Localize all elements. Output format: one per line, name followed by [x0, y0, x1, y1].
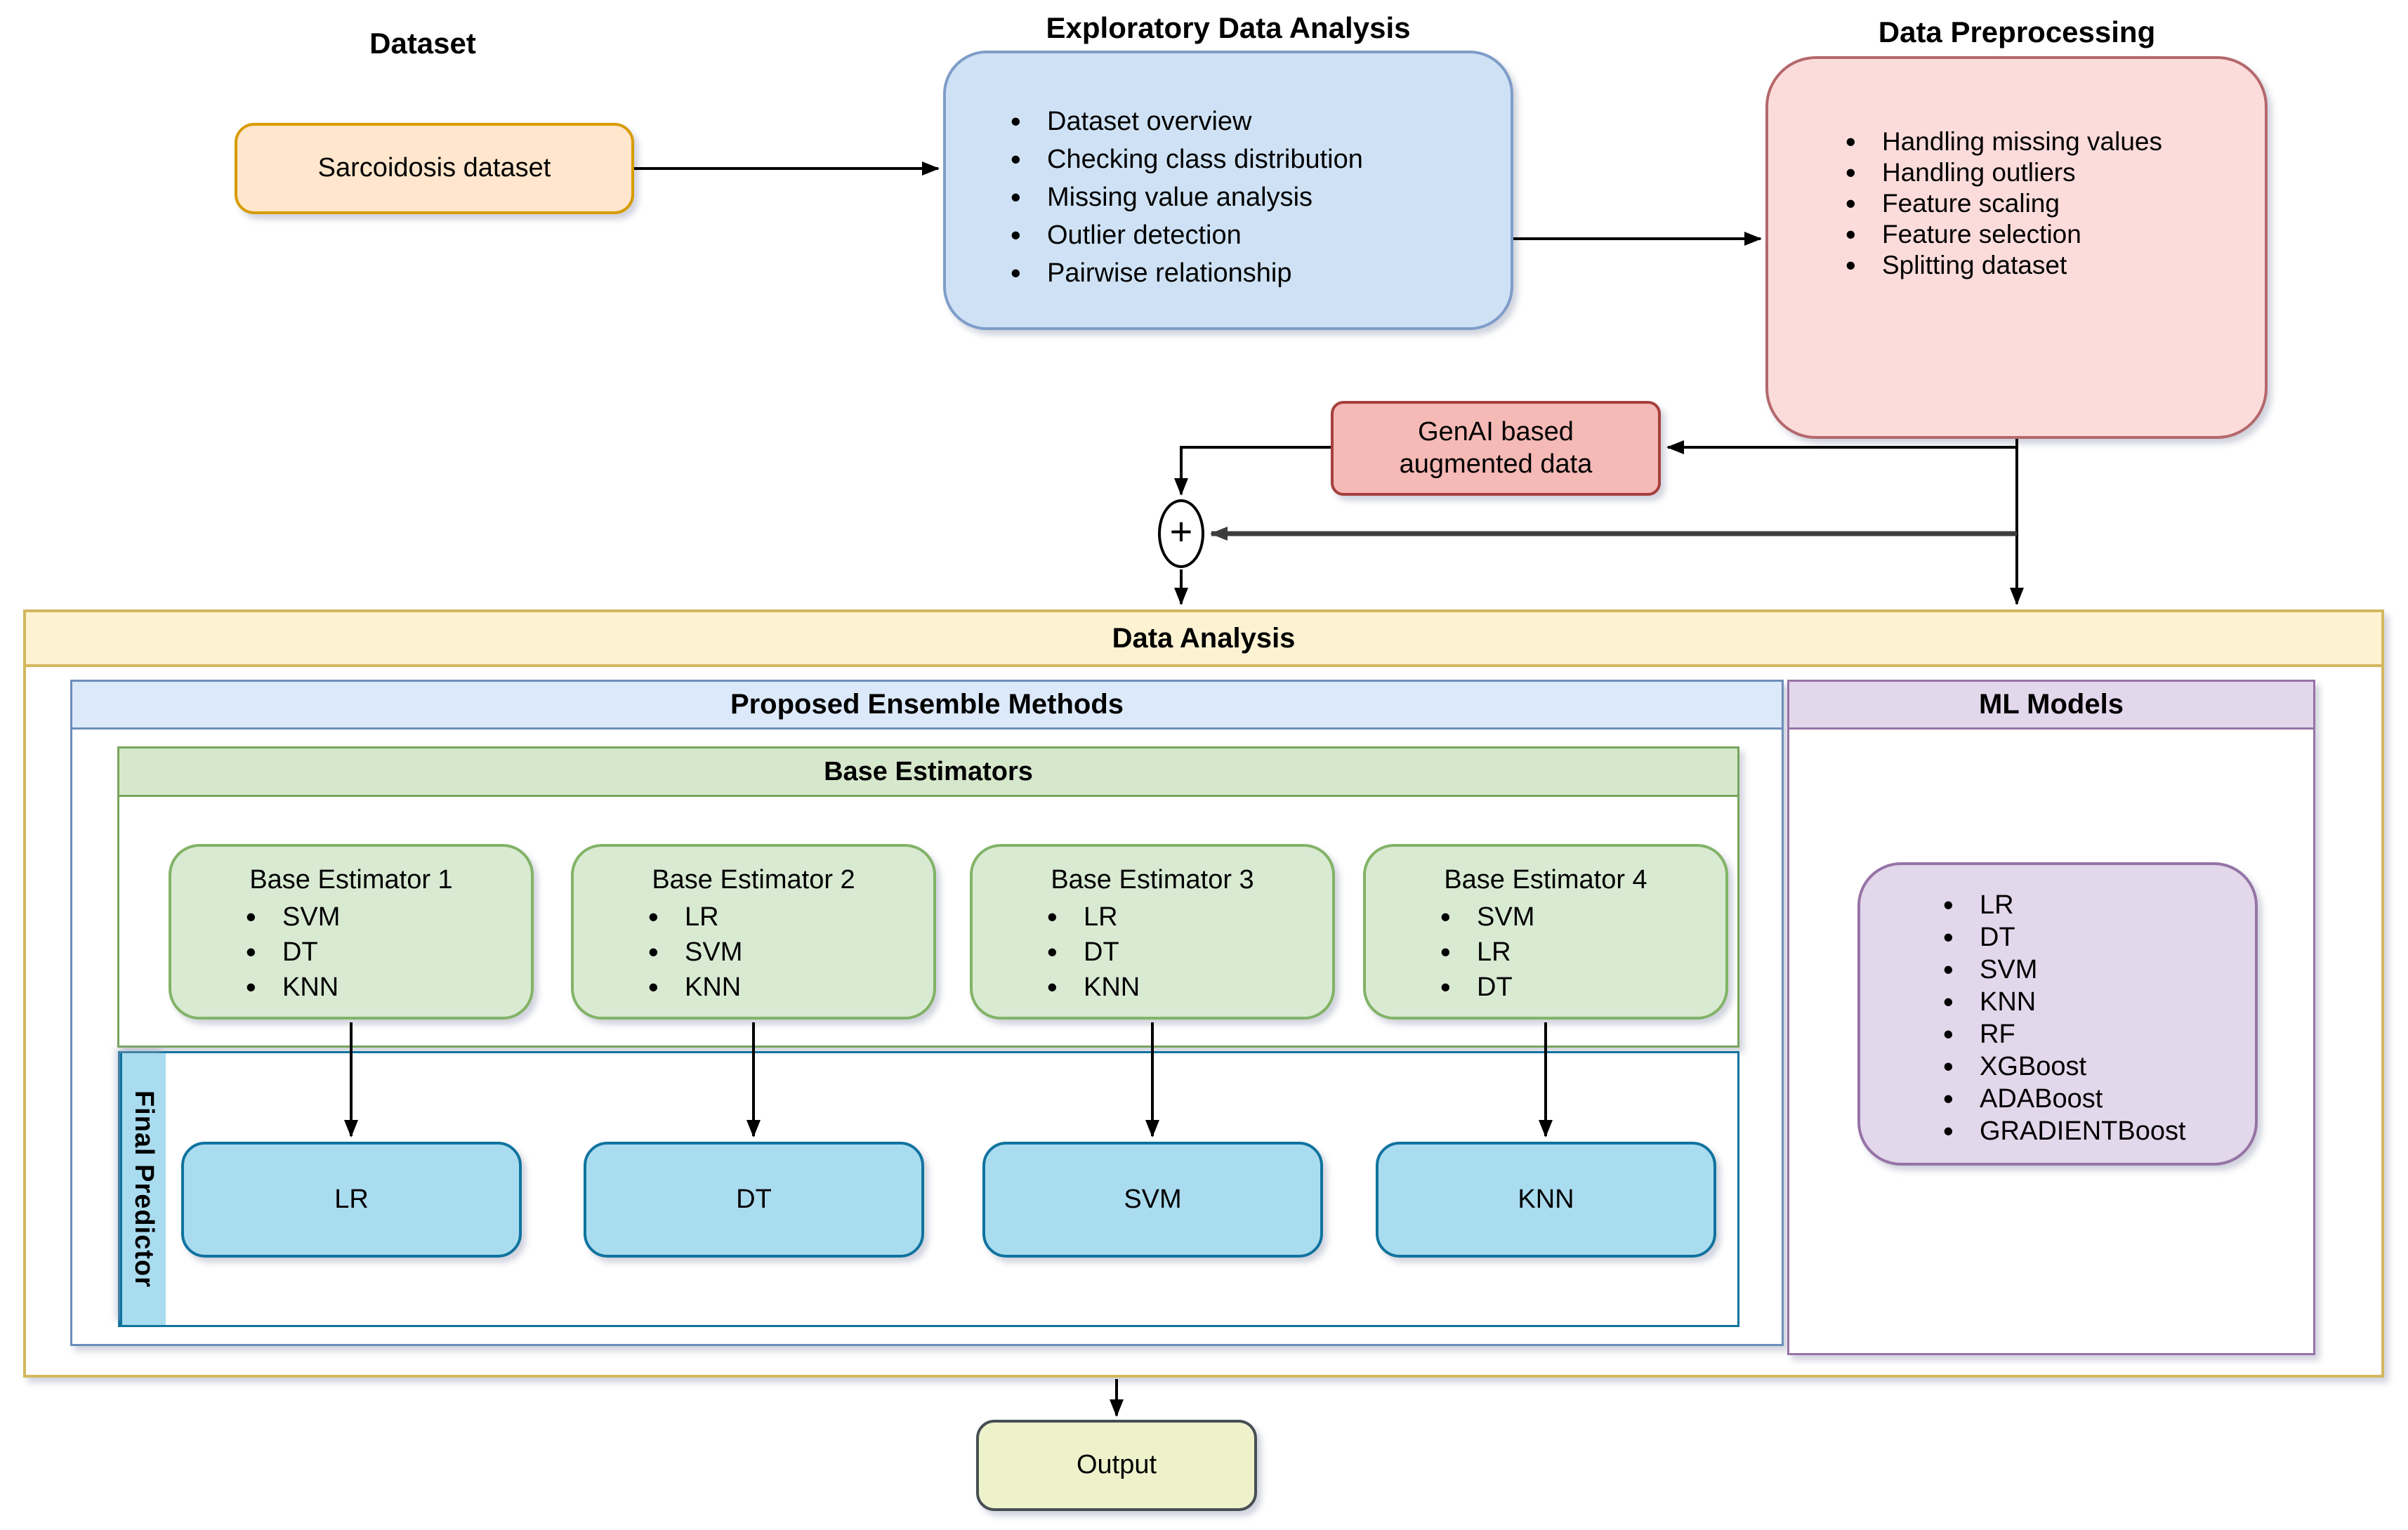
output-label: Output — [1076, 1450, 1157, 1480]
estimator-item: LR — [1433, 935, 1725, 970]
base-estimator-1-title: Base Estimator 1 — [249, 865, 453, 895]
ml-model-item: GRADIENTBoost — [1936, 1115, 2186, 1147]
preprocessing-node: Handling missing values Handling outlier… — [1765, 56, 2268, 439]
estimator-item: KNN — [641, 970, 933, 1005]
predictor-svm-label: SVM — [1124, 1184, 1182, 1214]
preprocessing-item: Handling outliers — [1838, 157, 2162, 188]
preprocessing-title: Data Preprocessing — [1878, 15, 2156, 48]
predictor-box-dt: DT — [584, 1142, 924, 1258]
base-estimator-4-title: Base Estimator 4 — [1444, 865, 1647, 895]
base-estimator-3-list: LR DT KNN — [1040, 899, 1332, 1005]
ml-models-box: LR DT SVM KNN RF XGBoost ADABoost GRADIE… — [1857, 862, 2258, 1166]
sarcoidosis-dataset-node: Sarcoidosis dataset — [235, 123, 634, 214]
arrow-genai-to-sum — [1174, 446, 1331, 496]
ml-model-item: DT — [1936, 921, 2186, 954]
eda-list: Dataset overview Checking class distribu… — [1004, 103, 1363, 292]
ml-model-item: ADABoost — [1936, 1083, 2186, 1115]
base-estimator-box-4: Base Estimator 4 SVM LR DT — [1363, 844, 1728, 1020]
predictor-knn-label: KNN — [1518, 1184, 1574, 1214]
eda-item: Dataset overview — [1004, 103, 1363, 140]
sum-node: + — [1158, 499, 1204, 568]
predictor-box-lr: LR — [181, 1142, 522, 1258]
genai-label-line1: GenAI based — [1418, 416, 1574, 447]
data-analysis-header: Data Analysis — [26, 612, 2381, 667]
base-estimator-4-list: SVM LR DT — [1433, 899, 1725, 1005]
base-estimator-box-1: Base Estimator 1 SVM DT KNN — [169, 844, 534, 1020]
base-estimator-3-title: Base Estimator 3 — [1051, 865, 1254, 895]
final-predictor-label-text: Final Predictor — [129, 1090, 159, 1288]
estimator-item: SVM — [641, 935, 933, 970]
output-node: Output — [976, 1420, 1257, 1511]
preprocessing-item: Handling missing values — [1838, 126, 2162, 157]
base-estimator-1-list: SVM DT KNN — [239, 899, 531, 1005]
base-estimators-title: Base Estimators — [824, 756, 1033, 786]
preprocessing-item: Feature scaling — [1838, 188, 2162, 219]
estimator-item: KNN — [239, 970, 531, 1005]
preprocessing-list: Handling missing values Handling outlier… — [1838, 126, 2162, 281]
estimator-item: SVM — [239, 899, 531, 935]
ml-models-list: LR DT SVM KNN RF XGBoost ADABoost GRADIE… — [1936, 889, 2186, 1147]
data-analysis-title: Data Analysis — [1112, 622, 1296, 654]
predictor-lr-label: LR — [334, 1184, 369, 1214]
sarcoidosis-dataset-label: Sarcoidosis dataset — [317, 153, 551, 183]
sum-label: + — [1169, 509, 1193, 554]
eda-item: Outlier detection — [1004, 216, 1363, 254]
estimator-item: DT — [239, 935, 531, 970]
dataset-title: Dataset — [369, 27, 476, 60]
estimator-item: KNN — [1040, 970, 1332, 1005]
estimator-item: LR — [1040, 899, 1332, 935]
proposed-ensemble-header: Proposed Ensemble Methods — [72, 682, 1782, 730]
base-estimator-2-title: Base Estimator 2 — [652, 865, 855, 895]
eda-item: Checking class distribution — [1004, 140, 1363, 178]
predictor-box-knn: KNN — [1376, 1142, 1716, 1258]
base-estimator-2-list: LR SVM KNN — [641, 899, 933, 1005]
ml-model-item: RF — [1936, 1018, 2186, 1050]
eda-item: Missing value analysis — [1004, 178, 1363, 216]
estimator-item: DT — [1040, 935, 1332, 970]
estimator-item: DT — [1433, 970, 1725, 1005]
final-predictor-label: Final Predictor — [120, 1053, 166, 1325]
genai-label-line2: augmented data — [1399, 449, 1593, 479]
base-estimator-box-3: Base Estimator 3 LR DT KNN — [970, 844, 1335, 1020]
eda-item: Pairwise relationship — [1004, 254, 1363, 292]
preprocessing-item: Feature selection — [1838, 219, 2162, 250]
estimator-item: LR — [641, 899, 933, 935]
genai-node: GenAI based augmented data — [1331, 401, 1661, 496]
eda-title: Exploratory Data Analysis — [1046, 11, 1411, 44]
predictor-dt-label: DT — [736, 1184, 772, 1214]
predictor-box-svm: SVM — [982, 1142, 1323, 1258]
estimator-item: SVM — [1433, 899, 1725, 935]
proposed-ensemble-title: Proposed Ensemble Methods — [730, 689, 1124, 720]
ml-model-item: KNN — [1936, 986, 2186, 1018]
preprocessing-item: Splitting dataset — [1838, 250, 2162, 281]
ml-model-item: XGBoost — [1936, 1050, 2186, 1083]
ml-model-item: SVM — [1936, 954, 2186, 986]
ml-models-title: ML Models — [1979, 689, 2124, 720]
eda-node: Dataset overview Checking class distribu… — [943, 51, 1513, 330]
base-estimator-box-2: Base Estimator 2 LR SVM KNN — [571, 844, 936, 1020]
base-estimators-header: Base Estimators — [119, 748, 1737, 797]
ml-models-header: ML Models — [1789, 682, 2313, 730]
ml-model-item: LR — [1936, 889, 2186, 921]
